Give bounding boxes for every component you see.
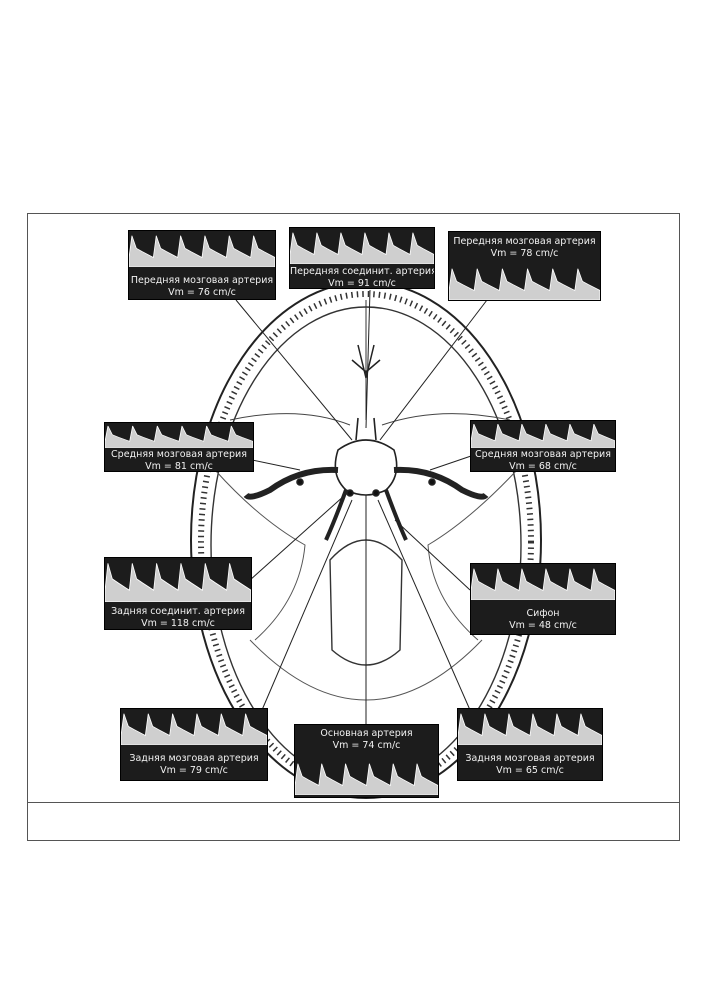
doppler-waveform xyxy=(471,423,615,448)
velocity-value: Vm = 91 cm/c xyxy=(328,278,396,289)
doppler-waveform xyxy=(458,713,602,745)
spectral-envelope xyxy=(129,235,275,267)
velocity-value: Vm = 76 cm/c xyxy=(168,287,236,298)
spectral-envelope xyxy=(121,713,267,745)
velocity-value: Vm = 79 cm/c xyxy=(160,765,228,776)
doppler-panel-posterior-cerebral-left: Задняя мозговая артерия Vm = 79 cm/c xyxy=(120,708,268,781)
crista-galli xyxy=(351,344,381,379)
artery-name: Передняя соединит. артерия xyxy=(290,266,435,277)
artery-name: Передняя мозговая артерия xyxy=(130,275,274,286)
velocity-value: Vm = 68 cm/c xyxy=(509,461,577,472)
doppler-panel-anterior-cerebral-right: Передняя мозговая артерия Vm = 78 cm/c xyxy=(448,231,601,301)
velocity-value: Vm = 74 cm/c xyxy=(332,740,401,751)
doppler-waveform xyxy=(121,713,267,745)
velocity-value: Vm = 65 cm/c xyxy=(496,765,564,776)
artery-name: Задняя мозговая артерия xyxy=(465,753,595,764)
spectral-envelope xyxy=(471,568,615,600)
foramen-magnum xyxy=(329,539,403,666)
spectral-envelope xyxy=(471,423,615,448)
artery-name: Средняя мозговая артерия xyxy=(111,449,247,460)
pointer-lines xyxy=(235,289,488,725)
doppler-panel-posterior-cerebral-right: Задняя мозговая артерия Vm = 65 cm/c xyxy=(457,708,603,781)
caption-divider xyxy=(27,802,680,803)
velocity-value: Vm = 81 cm/c xyxy=(145,461,213,472)
doppler-panel-posterior-communicating: Задняя соединит. артерия Vm = 118 cm/c xyxy=(104,557,252,630)
spectral-envelope xyxy=(449,268,600,300)
doppler-panel-anterior-communicating: Передняя соединит. артерия Vm = 91 cm/c xyxy=(289,227,435,289)
doppler-waveform xyxy=(105,563,251,602)
artery-name: Передняя мозговая артерия xyxy=(453,236,596,247)
velocity-value: Vm = 118 cm/c xyxy=(141,618,215,629)
doppler-waveform xyxy=(295,763,438,795)
doppler-panel-middle-cerebral-right: Средняя мозговая артерия Vm = 68 cm/c xyxy=(470,420,616,472)
doppler-waveform xyxy=(129,235,275,267)
spectral-envelope xyxy=(105,425,253,448)
middle-fossa-left xyxy=(214,469,306,641)
doppler-waveform xyxy=(449,268,600,300)
doppler-panel-middle-cerebral-left: Средняя мозговая артерия Vm = 81 cm/c xyxy=(104,422,254,472)
doppler-panel-siphon: Сифон Vm = 48 cm/c xyxy=(470,563,616,635)
doppler-waveform xyxy=(105,425,253,448)
velocity-value: Vm = 78 cm/c xyxy=(490,248,559,259)
middle-fossa-right xyxy=(427,469,518,641)
artery-name: Задняя мозговая артерия xyxy=(129,753,259,764)
velocity-value: Vm = 48 cm/c xyxy=(509,620,577,631)
skull-diploe-band xyxy=(198,291,534,793)
doppler-waveform xyxy=(290,232,434,264)
doppler-waveform xyxy=(471,568,615,600)
doppler-panel-anterior-cerebral-left: Передняя мозговая артерия Vm = 76 cm/c xyxy=(128,230,276,300)
doppler-panel-basilar: Основная артерия Vm = 74 cm/c xyxy=(294,724,439,798)
spectral-envelope xyxy=(105,563,251,602)
artery-name: Задняя соединит. артерия xyxy=(111,606,245,617)
artery-name: Сифон xyxy=(526,608,560,619)
artery-name: Средняя мозговая артерия xyxy=(475,449,611,460)
artery-name: Основная артерия xyxy=(320,728,413,739)
anterior-fossa xyxy=(229,413,511,426)
spectral-envelope xyxy=(295,763,438,795)
spectral-envelope xyxy=(458,713,602,745)
spectral-envelope xyxy=(290,232,434,264)
